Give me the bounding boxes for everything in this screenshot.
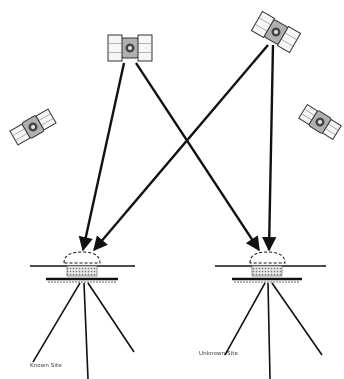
receiver-antenna [249, 251, 286, 264]
satellite-icon [107, 34, 153, 62]
tripod [32, 282, 135, 379]
signal-arrow [78, 62, 126, 252]
satellite-icon [9, 108, 57, 146]
ground-station-unknown [215, 251, 326, 379]
receiver-unit [251, 265, 283, 277]
signal-arrow [134, 62, 261, 252]
receiver-unit [66, 265, 98, 277]
receiver-antenna [63, 251, 101, 264]
signal-arrows [78, 44, 277, 252]
satellite-icon [298, 103, 342, 141]
unknown-site-label: Unknown Site [199, 351, 239, 357]
ground-station-known [30, 251, 135, 379]
satellite-icon [250, 10, 302, 54]
signal-arrow [262, 44, 277, 252]
known-site-label: Known Site [30, 363, 62, 369]
tripod [224, 282, 323, 379]
signal-arrow [93, 44, 269, 252]
